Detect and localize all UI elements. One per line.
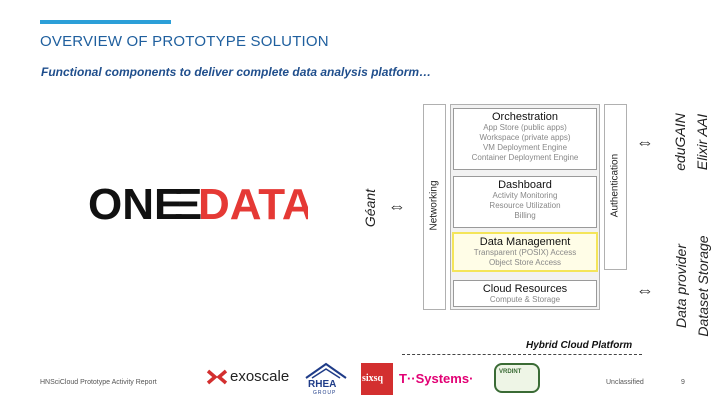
dashboard-item: Billing (514, 211, 536, 220)
authentication-panel (604, 104, 627, 270)
onedata-logo: ONE Ξ DATA (88, 180, 308, 226)
exoscale-mark-icon (206, 369, 228, 385)
tsystems-text: T··Systems· (399, 371, 474, 386)
logo-data-text: DATA (198, 180, 308, 226)
rhea-sub-text: GROUP (313, 390, 337, 396)
tsystems-logo: T··Systems· (399, 370, 489, 388)
page-number: 9 (681, 379, 685, 386)
vrdint-logo: VRDINT (494, 363, 540, 393)
dataset-storage-label-wrap: Dataset Storage (648, 235, 720, 336)
exoscale-logo: exoscale (206, 366, 296, 388)
slide-subtitle: Functional components to deliver complet… (41, 65, 432, 79)
logo-xi-text: Ξ (174, 180, 202, 226)
orchestration-item: Container Deployment Engine (471, 153, 579, 162)
dashboard-box: Dashboard Activity Monitoring Resource U… (453, 176, 597, 228)
dashboard-item: Resource Utilization (489, 201, 561, 210)
networking-label: Networking (428, 180, 440, 231)
orchestration-box: Orchestration App Store (public apps) Wo… (453, 108, 597, 170)
elixir-label: Elixir AAI (694, 113, 710, 171)
title-accent-bar (40, 20, 171, 24)
platform-dashed-line (402, 354, 642, 355)
cloud-resources-title: Cloud Resources (482, 283, 568, 295)
data-management-title: Data Management (479, 236, 571, 248)
rhea-logo: RHEA GROUP (304, 360, 348, 398)
geant-arrow-icon: ⇔ (388, 196, 406, 216)
orchestration-item: App Store (public apps) (483, 123, 567, 132)
cloud-resources-item: Compute & Storage (489, 295, 561, 304)
networking-panel (423, 104, 446, 310)
auth-arrow-icon: ⇔ (636, 132, 654, 152)
authentication-label-wrap: Authentication (570, 154, 660, 217)
logo-one-text: ONE (88, 180, 183, 226)
footer-report-title: HNSciCloud Prototype Activity Report (40, 379, 157, 386)
footer-classification: Unclassified (606, 379, 644, 386)
dashboard-title: Dashboard (498, 179, 552, 191)
cloud-resources-box: Cloud Resources Compute & Storage (453, 280, 597, 307)
slide-title: OVERVIEW OF PROTOTYPE SOLUTION (40, 33, 329, 50)
rhea-mark-icon (305, 362, 347, 379)
elixir-label-wrap: Elixir AAI (662, 114, 720, 170)
dataset-storage-label: Dataset Storage (695, 235, 711, 337)
authentication-label: Authentication (609, 153, 621, 218)
orchestration-item: Workspace (private apps) (479, 133, 571, 142)
exoscale-text: exoscale (230, 368, 290, 385)
rhea-text: RHEA (308, 379, 337, 390)
dashboard-item: Activity Monitoring (492, 191, 558, 200)
sixsq-text: sixsq (362, 373, 384, 384)
storage-arrow-icon: ⇔ (636, 280, 654, 300)
vrdint-text: VRDINT (499, 369, 522, 375)
orchestration-title: Orchestration (491, 111, 559, 123)
geant-label: Géant (362, 188, 378, 228)
data-management-box: Data Management Transparent (POSIX) Acce… (452, 232, 598, 272)
hybrid-cloud-platform-label: Hybrid Cloud Platform (526, 340, 633, 351)
sixsq-logo: sixsq (361, 363, 393, 395)
data-management-item: Object Store Access (488, 258, 562, 267)
orchestration-item: VM Deployment Engine (482, 143, 568, 152)
data-management-item: Transparent (POSIX) Access (473, 248, 577, 257)
